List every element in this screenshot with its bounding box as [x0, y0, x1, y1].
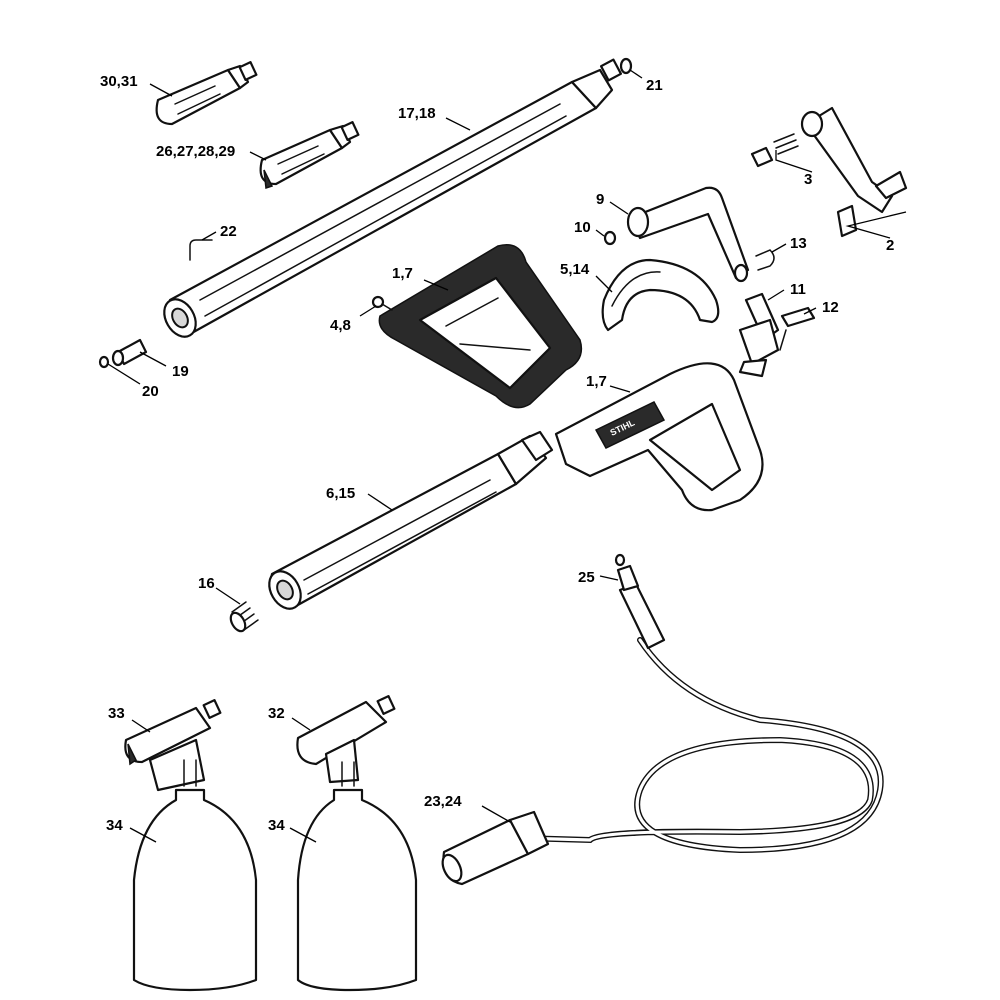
trigger-5-14 — [601, 258, 720, 332]
callout-26-29: 26,27,28,29 — [156, 143, 235, 160]
handle-body: STIHL — [554, 362, 764, 512]
bottle-34-right — [296, 761, 418, 992]
foam-nozzle-33 — [124, 699, 222, 792]
callout-11: 11 — [790, 281, 806, 298]
callout-9: 9 — [596, 191, 604, 208]
clip-12 — [779, 306, 816, 351]
callout-33: 33 — [108, 705, 125, 722]
callout-16: 16 — [198, 575, 215, 592]
callout-25: 25 — [578, 569, 595, 586]
spring-3 — [750, 133, 799, 168]
callout-1-7-bottom: 1,7 — [586, 373, 607, 390]
callout-21: 21 — [646, 77, 663, 94]
nozzle-26-29 — [259, 121, 360, 190]
callout-1-7-top: 1,7 — [392, 265, 413, 282]
clip-13 — [755, 249, 775, 271]
callout-32: 32 — [268, 705, 285, 722]
callout-22: 22 — [220, 223, 237, 240]
callout-10: 10 — [574, 219, 591, 236]
callout-13: 13 — [790, 235, 807, 252]
bottle-34-left — [132, 759, 258, 992]
lance-17-18 — [163, 58, 623, 338]
clip-22 — [189, 239, 213, 261]
callout-34-left: 34 — [106, 817, 123, 834]
callout-19: 19 — [172, 363, 189, 380]
callout-3: 3 — [804, 171, 812, 188]
callout-labels: 30,31 21 17,18 26,27,28,29 3 9 10 22 13 … — [100, 73, 894, 834]
o-ring-10 — [603, 230, 617, 246]
clip-2 — [836, 204, 858, 238]
callout-12: 12 — [822, 299, 839, 316]
leader-lines — [107, 69, 907, 843]
screw-4-8 — [371, 295, 393, 311]
foam-nozzle-32 — [296, 695, 396, 784]
callout-4-8: 4,8 — [330, 317, 351, 334]
spring-16 — [229, 601, 259, 633]
callout-2: 2 — [886, 237, 894, 254]
o-ring-21 — [619, 57, 633, 75]
o-ring-20 — [98, 355, 110, 369]
callout-20: 20 — [142, 383, 159, 400]
callout-5-14: 5,14 — [560, 261, 590, 278]
callout-30-31: 30,31 — [100, 73, 138, 90]
high-pressure-hose — [517, 637, 884, 854]
nozzle-30-31 — [155, 61, 258, 126]
callout-6-15: 6,15 — [326, 485, 355, 502]
lever-9 — [626, 186, 750, 283]
callout-23-24: 23,24 — [424, 793, 462, 810]
hose-coupling-25 — [614, 553, 666, 650]
callout-34-right: 34 — [268, 817, 285, 834]
callout-17-18: 17,18 — [398, 105, 436, 122]
handle-shell-top — [378, 244, 583, 409]
hose-fitting-23-24 — [441, 810, 550, 886]
valve-11 — [738, 292, 780, 378]
nipple-19 — [111, 338, 148, 367]
angled-arm-2 — [800, 106, 908, 214]
extension-tube-6-15 — [268, 430, 554, 610]
